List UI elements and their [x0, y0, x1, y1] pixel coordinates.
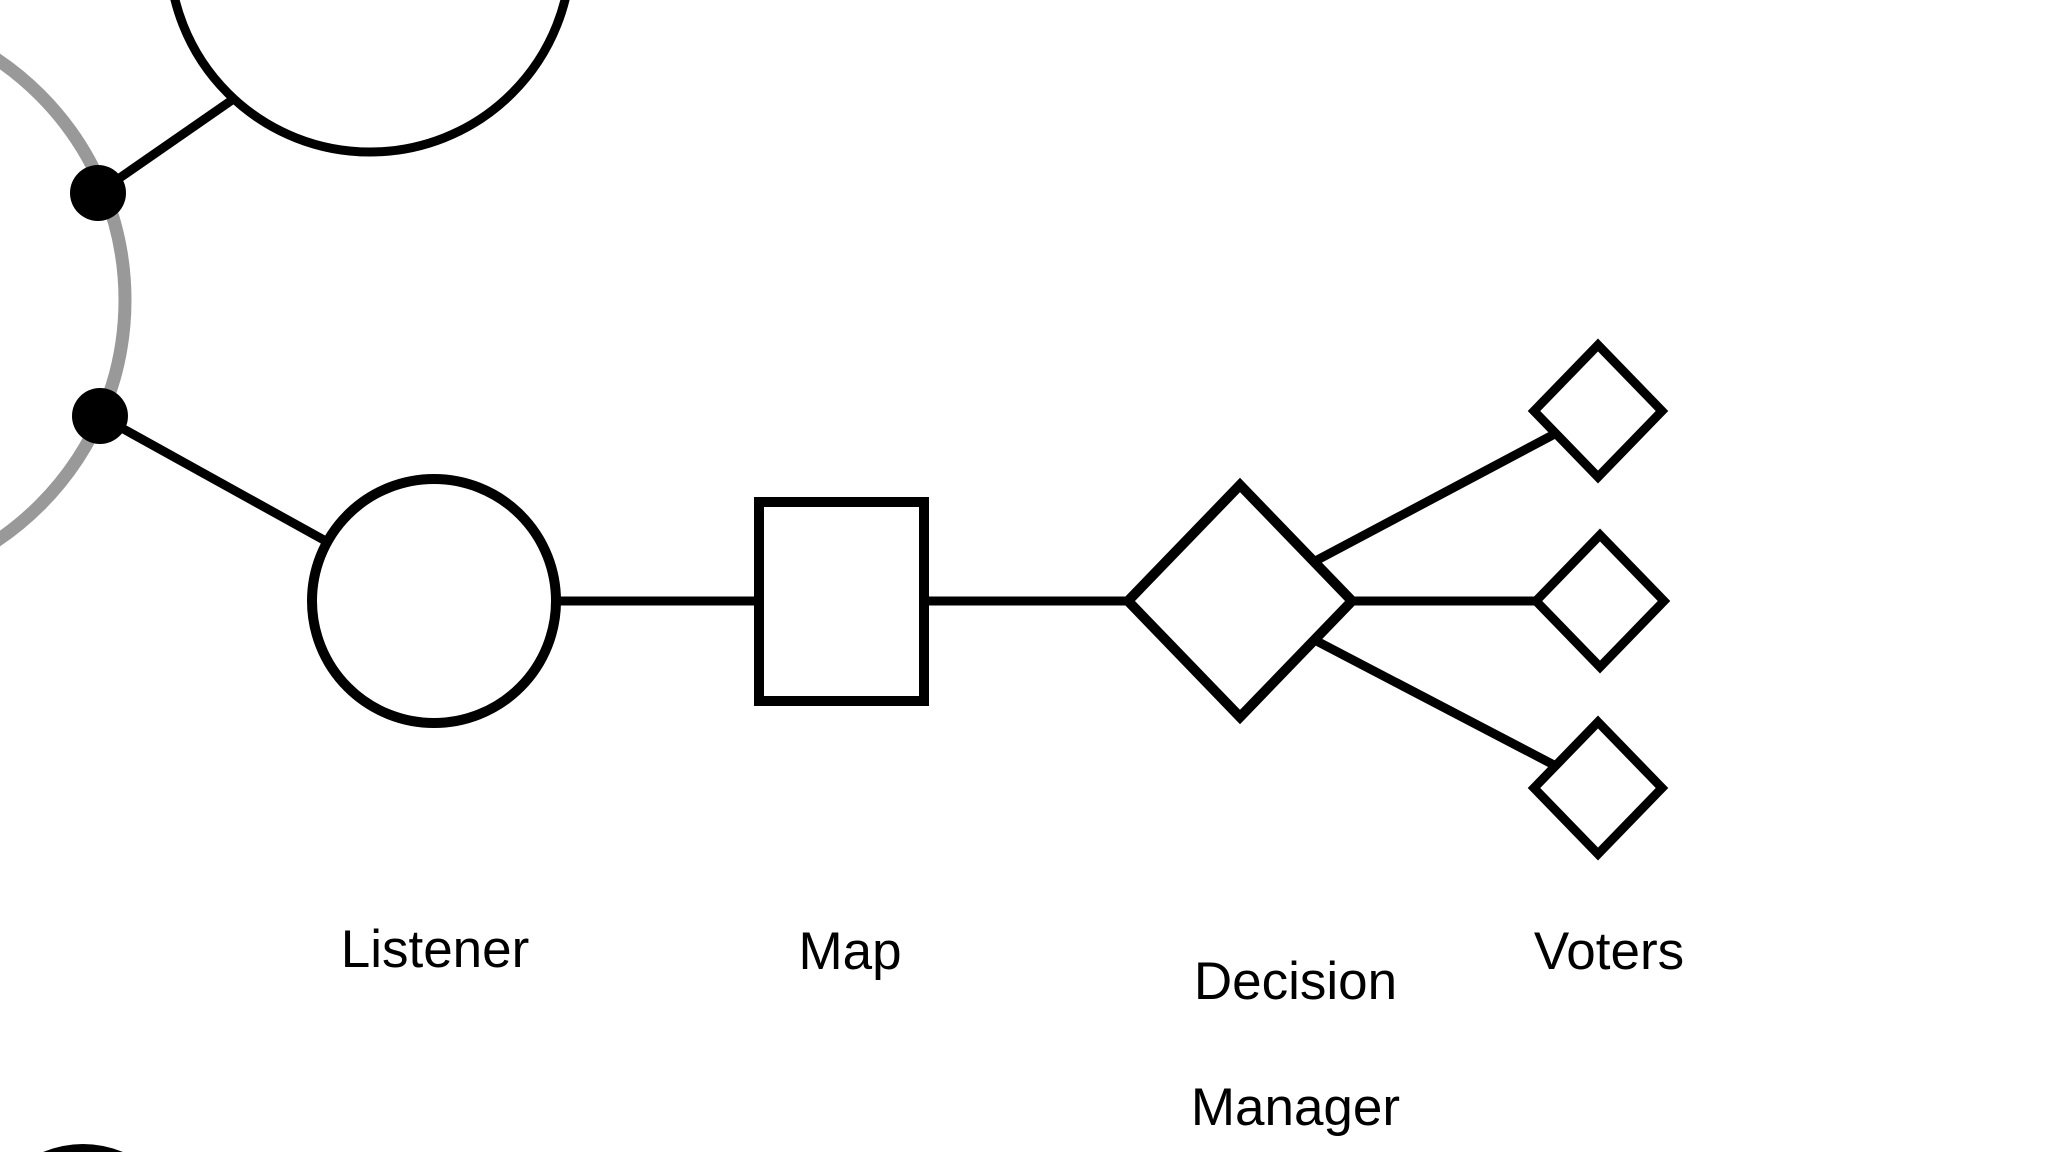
port-dot-1	[70, 165, 126, 221]
decision-manager-label: Decision Manager	[1132, 887, 1400, 1152]
upper-circle-node	[170, 0, 570, 157]
listener-node	[307, 474, 561, 728]
voters-label: Voters	[1533, 922, 1685, 981]
voter-top-node	[1527, 338, 1669, 484]
hub-ring-arc	[0, 53, 132, 547]
bottom-circle-arc	[43, 1144, 123, 1152]
map-node	[754, 497, 929, 706]
listener-label: Listener	[340, 920, 530, 979]
voter-middle-node	[1529, 528, 1671, 674]
decision-manager-node	[1121, 477, 1359, 725]
map-label: Map	[798, 922, 902, 981]
decision-manager-label-line1: Decision	[1193, 952, 1398, 1011]
voter-bottom-node	[1527, 715, 1669, 861]
decision-manager-label-line2: Manager	[1190, 1078, 1401, 1137]
port-dot-2	[72, 388, 128, 444]
